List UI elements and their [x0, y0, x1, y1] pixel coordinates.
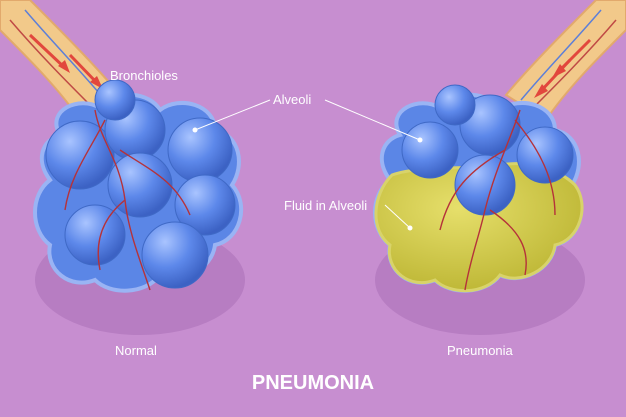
normal-alveoli-cluster: [33, 79, 243, 293]
pneumonia-bronchiole: [504, 0, 626, 122]
alveoli-leader-right: [324, 99, 421, 141]
page-title: PNEUMONIA: [252, 372, 374, 394]
fluid-label: Fluid in Alveoli: [284, 198, 367, 213]
alveoli-label: Alveoli: [273, 92, 311, 107]
normal-blood-vessels: [64, 109, 191, 291]
pneumonia-label: Pneumonia: [447, 343, 514, 358]
pneumonia-alveoli-cluster: [373, 84, 584, 293]
pneumonia-blood-vessels: [439, 109, 556, 291]
normal-label: Normal: [115, 343, 157, 358]
bronchioles-label: Bronchioles: [110, 68, 178, 83]
fluid-leader: [384, 204, 411, 229]
alveoli-leader-left: [194, 99, 271, 131]
normal-airflow-arrow: [28, 33, 67, 70]
